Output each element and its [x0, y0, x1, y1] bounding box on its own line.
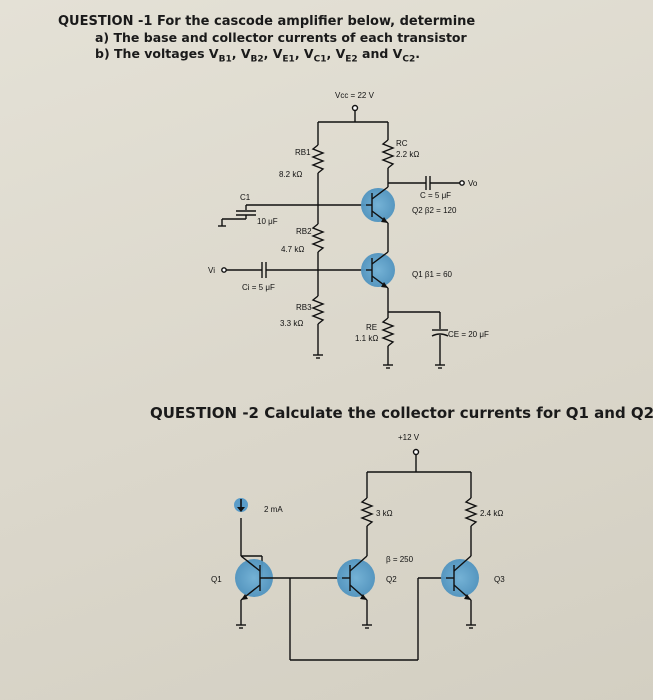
voltage-separator: , V: [326, 46, 346, 61]
mirror-q3-transistor: [441, 555, 479, 629]
r-3k-label: 3 kΩ: [376, 509, 393, 518]
voltage-separator: , V: [263, 46, 283, 61]
rc-resistor: [381, 139, 395, 169]
voltage-subscript: E1: [282, 54, 295, 65]
voltage-subscript: E2: [345, 54, 358, 65]
r-24k-resistor: [464, 497, 478, 527]
question1-part-b-text: b) The voltages V: [95, 46, 219, 61]
vcc-label: Vcc = 22 V: [335, 91, 375, 100]
q2-transistor: [361, 183, 395, 252]
vcc-terminal: [351, 104, 359, 112]
vi-label: Vi: [208, 266, 215, 275]
beta-label: β = 250: [386, 555, 414, 564]
mirror-q2-transistor: [337, 555, 375, 629]
mirror-q1-label: Q1: [211, 575, 222, 584]
re-name: RE: [366, 323, 377, 332]
rb3-resistor: [311, 295, 325, 325]
q2-label: Q2 β2 = 120: [412, 206, 457, 215]
ce-plate-b: [431, 333, 449, 337]
vo-terminal: [459, 180, 465, 186]
rb2-value: 4.7 kΩ: [281, 245, 304, 254]
vo-label: Vo: [468, 179, 478, 188]
cascode-amplifier-circuit: [218, 104, 465, 359]
question2-title: QUESTION -2 Calculate the collector curr…: [150, 404, 653, 422]
vi-terminal: [221, 267, 227, 273]
voltage-separator: and V: [357, 46, 403, 61]
voltage-subscript: B1: [218, 54, 232, 65]
rb1-name: RB1: [295, 148, 311, 157]
plus12v-label: +12 V: [398, 433, 420, 442]
question1-part-a: a) The base and collector currents of ea…: [95, 30, 467, 45]
voltage-separator: , V: [231, 46, 251, 61]
rb1-resistor: [311, 144, 325, 174]
i-source-label: 2 mA: [264, 505, 283, 514]
rc-value: 2.2 kΩ: [396, 150, 419, 159]
rb3-name: RB3: [296, 303, 312, 312]
mirror-q2-label: Q2: [386, 575, 397, 584]
q1-transistor: [361, 251, 395, 312]
question1-part-b-voltages: B1, VB2, VE1, VC1, VE2 and VC2.: [219, 46, 420, 65]
rb1-value: 8.2 kΩ: [279, 170, 302, 179]
c1-name: C1: [240, 193, 251, 202]
q1-emitter-network: [381, 311, 449, 369]
voltage-separator: , V: [294, 46, 314, 61]
mirror-q3-label: Q3: [494, 575, 505, 584]
q1-label: Q1 β1 = 60: [412, 270, 453, 279]
current-source-2ma: [234, 498, 248, 512]
current-mirror-circuit: [240, 448, 478, 661]
ce-value: CE = 20 μF: [448, 330, 489, 339]
r-24k-label: 2.4 kΩ: [480, 509, 503, 518]
rc-name: RC: [396, 139, 408, 148]
ci-value: Ci = 5 μF: [242, 283, 275, 292]
rb2-resistor: [311, 223, 325, 253]
voltage-period: .: [415, 46, 420, 61]
question1-part-b: b) The voltages VB1, VB2, VE1, VC1, VE2 …: [95, 46, 420, 65]
mirror-q1-transistor: [235, 555, 290, 629]
question1-title: QUESTION -1 For the cascode amplifier be…: [58, 14, 476, 29]
voltage-subscript: C1: [313, 54, 327, 65]
re-resistor: [381, 317, 395, 347]
voltage-subscript: C2: [402, 54, 416, 65]
c1-value: 10 μF: [257, 217, 278, 226]
r-3k-resistor: [360, 497, 374, 527]
voltage-subscript: B2: [250, 54, 264, 65]
rb2-name: RB2: [296, 227, 312, 236]
rb3-value: 3.3 kΩ: [280, 319, 303, 328]
cout-label: C = 5 μF: [420, 191, 451, 200]
plus12v-terminal: [412, 448, 420, 456]
re-value: 1.1 kΩ: [355, 334, 378, 343]
